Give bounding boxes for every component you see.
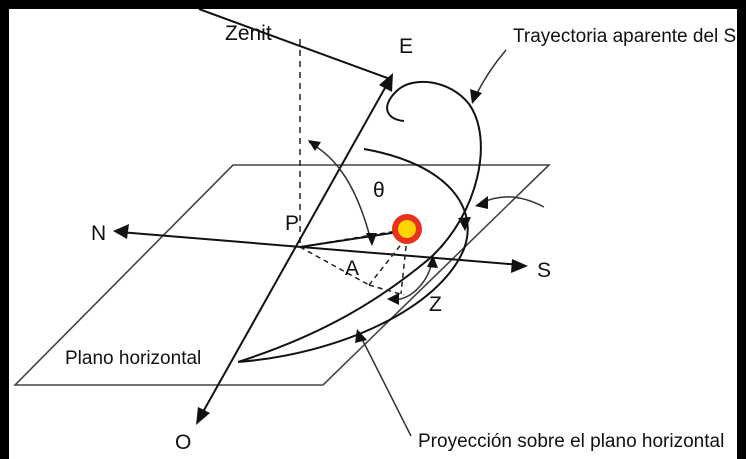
azimuth-arrowhead-a xyxy=(387,293,399,305)
projection-label-pointer xyxy=(360,336,412,437)
sun-path-label-arrowhead xyxy=(470,89,482,104)
west-arrowhead xyxy=(196,407,210,425)
point-p-label: P xyxy=(285,212,299,235)
horizontal-plane-label: Plano horizontal xyxy=(65,348,201,369)
zenith-label: Zenit xyxy=(225,22,272,45)
p-to-sun-line xyxy=(299,230,406,248)
north-label: N xyxy=(91,222,106,245)
west-label: O xyxy=(175,431,191,454)
sun-path-label: Trayectoria aparente del Sol xyxy=(513,26,737,47)
north-arrowhead xyxy=(113,224,129,239)
projection-curve xyxy=(237,148,469,363)
sun-path-arc xyxy=(237,80,482,363)
east-arrowhead xyxy=(379,73,393,92)
azimuth-label: Z xyxy=(429,293,442,316)
theta-arc xyxy=(308,141,372,242)
sun-icon xyxy=(392,214,422,244)
projection-label-arrowhead xyxy=(355,329,367,343)
projection-label: Proyección sobre el plano horizontal xyxy=(418,431,724,452)
sun-path-upper xyxy=(386,88,405,122)
north-south-axis xyxy=(118,231,522,266)
azimuth-arc xyxy=(393,260,433,301)
south-arrowhead xyxy=(511,259,528,273)
a-lower-dashed xyxy=(368,284,405,296)
east-west-axis xyxy=(198,9,391,80)
a-to-sun-dashed xyxy=(368,236,408,286)
sun-path-label-pointer xyxy=(474,49,507,98)
sun-vertical-dashed xyxy=(400,236,408,295)
theta-arrowhead-top xyxy=(308,140,321,151)
south-label: S xyxy=(537,259,551,282)
solar-position-diagram: Zenit E N S O P A Z θ Trayectoria aparen… xyxy=(13,9,737,454)
p-to-lower-dashed xyxy=(299,246,370,286)
path-pointer-arrowhead xyxy=(475,196,488,209)
projection-arrowhead xyxy=(458,217,471,231)
azimuth-arrowhead-b xyxy=(427,255,438,268)
point-a-label: A xyxy=(345,257,359,280)
east-west-axis-line xyxy=(198,78,391,420)
theta-label: θ xyxy=(373,179,385,202)
horizontal-plane xyxy=(13,164,551,386)
diagram-canvas: Zenit E N S O P A Z θ Trayectoria aparen… xyxy=(9,9,737,459)
east-label: E xyxy=(399,35,413,58)
